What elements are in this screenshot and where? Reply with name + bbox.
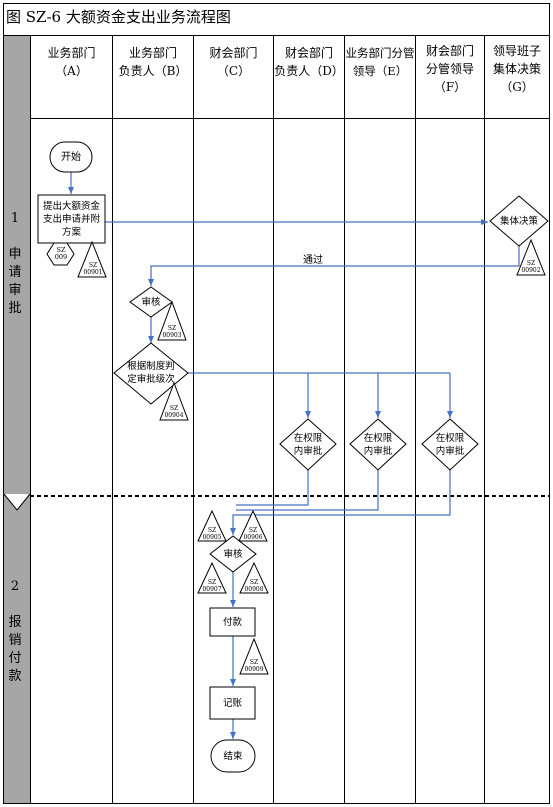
start-terminal-shape xyxy=(49,141,93,173)
node-start-label: 开始 xyxy=(61,151,81,163)
node-review-b-label: 审核 xyxy=(141,296,161,308)
tag-shape-00905 xyxy=(197,509,227,542)
lane-header-c: 财会部门 （C） xyxy=(209,46,258,78)
edge-collective-to-review xyxy=(148,240,520,286)
edge-approve-d-down xyxy=(236,470,309,506)
node-approve-d-label: 在权限 内审批 xyxy=(293,433,323,457)
lane-header-g: 领导班子 集体决策 （G） xyxy=(492,44,541,94)
lane-header-a: 业务部门 （A） xyxy=(47,46,96,78)
tag-shape-00906 xyxy=(238,509,268,542)
phase-label-1: 1 申 请 审 批 xyxy=(8,211,22,316)
lane-dividers xyxy=(112,36,485,804)
pay-process-shape xyxy=(209,607,256,637)
tag-shape-00907 xyxy=(197,561,227,594)
node-collective-label: 集体决策 xyxy=(499,215,538,227)
lane-header-f: 财会部门 分管领导 （F） xyxy=(425,44,474,94)
tag-shape-00902 xyxy=(516,238,546,276)
phase-chevron xyxy=(3,493,31,511)
tag-label-00901: SZ 00901 xyxy=(83,262,103,276)
tag-label-00907: SZ 00907 xyxy=(202,579,222,593)
node-review-c-label: 审核 xyxy=(223,548,243,560)
connectors xyxy=(68,172,520,739)
tag-shape-00909 xyxy=(239,637,269,675)
node-approve-f-label: 在权限 内审批 xyxy=(435,433,465,457)
edge-approve-e-down xyxy=(236,470,379,511)
node-apply-label: 提出大额资金 支出申请并附 方案 xyxy=(42,200,100,238)
apply-process-shape xyxy=(37,194,106,244)
tag-shape-00901 xyxy=(77,240,107,278)
tag-shape-00904 xyxy=(159,381,189,421)
node-end-label: 结束 xyxy=(223,750,243,762)
review-c-decision-shape xyxy=(209,535,257,573)
book-process-shape xyxy=(209,686,256,720)
tag-shape-00908 xyxy=(239,561,269,594)
collective-decision-shape xyxy=(489,195,549,247)
outer-frame xyxy=(3,3,550,804)
tag-label-00909: SZ 00909 xyxy=(244,659,264,673)
review-b-decision-shape xyxy=(129,286,173,318)
tag-label-00905: SZ 00905 xyxy=(202,527,222,541)
lane-header-b: 业务部门 负责人（B） xyxy=(118,46,188,78)
lane-header-d: 财会部门 负责人（D） xyxy=(274,46,344,78)
lane-header-e: 业务部门分管 领导（E） xyxy=(345,46,415,78)
determine-decision-shape xyxy=(113,342,189,405)
approve-d-decision-shape xyxy=(279,418,337,471)
node-determine-label: 根据制度判 定审批级次 xyxy=(127,361,175,385)
approve-f-decision-shape xyxy=(421,418,479,471)
tags xyxy=(46,238,546,675)
node-approve-e-label: 在权限 内审批 xyxy=(363,433,393,457)
tag-label-00906: SZ 00906 xyxy=(243,527,263,541)
tag-label-00903: SZ 00903 xyxy=(162,325,182,339)
tag-label-doc-009: SZ 009 xyxy=(54,246,68,261)
tag-shape-00903 xyxy=(157,300,187,341)
phase-band xyxy=(4,36,30,803)
end-terminal-shape xyxy=(210,739,256,773)
tag-shape-doc-009 xyxy=(46,242,75,266)
edge-label-pass: 通过 xyxy=(303,255,323,266)
page-title: 图 SZ-6 大额资金支出业务流程图 xyxy=(6,8,231,26)
node-book-label: 记账 xyxy=(222,697,242,709)
edge-approve-f-down xyxy=(230,470,451,535)
tag-label-00908: SZ 00908 xyxy=(244,579,264,593)
phase-label-2: 2 报 销 付 款 xyxy=(8,579,22,684)
tag-label-00904: SZ 00904 xyxy=(164,405,184,419)
nodes xyxy=(37,141,549,773)
node-pay-label: 付款 xyxy=(222,616,242,628)
tag-label-00902: SZ 00902 xyxy=(521,260,541,274)
approve-e-decision-shape xyxy=(349,418,407,471)
